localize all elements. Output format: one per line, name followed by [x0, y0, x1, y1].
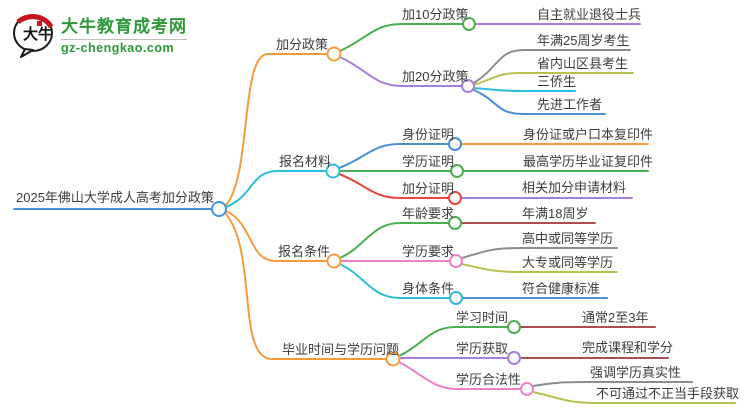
leaf-2to3-years[interactable]: 通常2至3年	[582, 310, 649, 325]
node-handle-registration-materials[interactable]	[325, 163, 341, 179]
node-health-condition[interactable]: 身体条件	[402, 281, 455, 296]
node-registration-materials[interactable]: 报名材料	[279, 154, 332, 169]
node-handle-plus20-policy[interactable]	[461, 79, 475, 93]
node-handle-plus10-policy[interactable]	[462, 17, 476, 31]
node-handle-education-proof[interactable]	[450, 164, 464, 178]
node-degree-legality[interactable]: 学历合法性	[456, 372, 522, 387]
leaf-no-improper-means[interactable]: 不可通过不正当手段获取	[596, 386, 740, 401]
edge-leaf-college	[461, 263, 618, 273]
node-registration-conditions[interactable]: 报名条件	[278, 244, 331, 259]
leaf-complete-courses[interactable]: 完成课程和学分	[582, 340, 674, 355]
edge-identity-proof	[338, 143, 450, 169]
edge-bonus-proof	[338, 173, 450, 199]
leaf-highschool[interactable]: 高中或同等学历	[522, 231, 614, 246]
node-handle-degree-legality[interactable]	[520, 382, 534, 396]
node-plus10-policy[interactable]: 加10分政策	[402, 7, 469, 22]
edge-root-graduation-questions	[224, 212, 387, 360]
node-education-proof[interactable]: 学历证明	[402, 154, 455, 169]
node-education-requirement[interactable]: 学历要求	[402, 244, 455, 259]
leaf-college[interactable]: 大专或同等学历	[522, 255, 614, 270]
node-handle-root[interactable]	[211, 201, 227, 217]
edge-age-requirement	[339, 222, 450, 259]
node-handle-study-duration[interactable]	[507, 320, 521, 334]
logo-icon-text: 大牛	[23, 25, 53, 43]
node-handle-bonus-proof[interactable]	[448, 191, 462, 205]
node-graduation-questions[interactable]: 毕业时间与学历问题	[282, 342, 400, 357]
edge-leaf-overseas-chinese	[473, 87, 576, 92]
edge-plus10-policy	[339, 23, 464, 52]
node-bonus-proof[interactable]: 加分证明	[402, 181, 455, 196]
node-handle-degree-acquisition[interactable]	[507, 351, 521, 365]
node-plus20-policy[interactable]: 加20分政策	[402, 69, 469, 84]
leaf-bonus-application-materials[interactable]: 相关加分申请材料	[522, 180, 627, 195]
leaf-mountain-county[interactable]: 省内山区县考生	[537, 56, 629, 71]
edge-root-bonus-policy	[225, 53, 328, 206]
leaf-id-copy[interactable]: 身份证或户口本复印件	[523, 127, 654, 142]
edge-root-registration-conditions	[225, 210, 328, 262]
node-handle-registration-conditions[interactable]	[326, 253, 342, 269]
logo-title: 大牛教育成考网	[61, 12, 187, 40]
logo-bubble-icon: 大牛	[13, 14, 54, 58]
edge-health-condition	[339, 263, 451, 299]
edge-leaf-authenticity	[532, 381, 693, 387]
leaf-age25[interactable]: 年满25周岁考生	[537, 33, 630, 48]
node-handle-education-requirement[interactable]	[449, 254, 463, 268]
node-age-requirement[interactable]: 年龄要求	[402, 206, 455, 221]
edge-leaf-highschool	[461, 247, 618, 259]
edge-plus20-policy	[339, 56, 463, 87]
edge-leaf-mountain-county	[473, 72, 634, 86]
edge-leaf-no-improper-means	[532, 391, 736, 404]
edge-leaf-age25	[473, 49, 631, 84]
node-handle-graduation-questions[interactable]	[385, 351, 401, 367]
leaf-health-standard[interactable]: 符合健康标准	[522, 281, 601, 296]
site-logo[interactable]: 大牛 大牛教育成考网 gz-chengkao.com	[10, 8, 187, 58]
edge-study-duration	[398, 326, 508, 357]
edge-leaf-advanced-worker	[473, 89, 606, 115]
node-degree-acquisition[interactable]: 学历获取	[456, 341, 509, 356]
node-handle-bonus-policy[interactable]	[326, 46, 342, 62]
leaf-age18[interactable]: 年满18周岁	[522, 206, 589, 221]
node-identity-proof[interactable]: 身份证明	[402, 127, 455, 142]
leaf-diploma-copy[interactable]: 最高学历毕业证复印件	[523, 154, 654, 169]
node-handle-age-requirement[interactable]	[448, 216, 462, 230]
leaf-advanced-worker[interactable]: 先进工作者	[537, 97, 603, 112]
node-study-duration[interactable]: 学习时间	[456, 310, 509, 325]
node-handle-health-condition[interactable]	[449, 291, 463, 305]
leaf-authenticity[interactable]: 强调学历真实性	[590, 365, 682, 380]
node-root[interactable]: 2025年佛山大学成人高考加分政策	[16, 190, 214, 205]
edge-root-registration-materials	[225, 170, 327, 208]
logo-domain: gz-chengkao.com	[61, 40, 175, 55]
node-handle-identity-proof[interactable]	[448, 137, 462, 151]
leaf-veteran[interactable]: 自主就业退役士兵	[537, 7, 642, 22]
edge-degree-legality	[398, 361, 522, 390]
node-bonus-policy[interactable]: 加分政策	[276, 37, 329, 52]
leaf-overseas-chinese[interactable]: 三侨生	[537, 74, 577, 89]
